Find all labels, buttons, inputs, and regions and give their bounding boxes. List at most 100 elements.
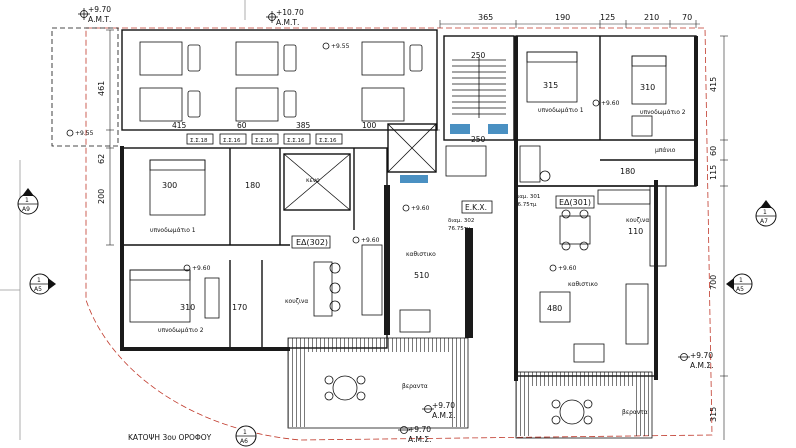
elevation-marker: +9.60 <box>183 264 211 272</box>
stair-core: 250 250 <box>387 35 515 183</box>
svg-text:A9: A9 <box>22 206 30 213</box>
elevation-marker: +9.55 <box>66 129 94 137</box>
balcony-label: βεραντα <box>402 383 428 390</box>
elevation-marker: +9.70 Α.Μ.Σ. <box>398 425 432 444</box>
svg-text:Α.Μ.Τ.: Α.Μ.Τ. <box>88 15 111 24</box>
plot-boundary <box>85 27 713 441</box>
dimension-label: 700 <box>709 275 718 290</box>
left-dimension-chain: 461 62 200 <box>97 29 114 246</box>
svg-text:1: 1 <box>25 197 29 204</box>
dimension-label: 62 <box>97 154 106 164</box>
apartment-note: διαμ. 302 <box>448 218 474 224</box>
svg-text:A6: A6 <box>240 438 248 445</box>
svg-text:+9.60: +9.60 <box>361 237 380 244</box>
svg-text:Α.Μ.Σ.: Α.Μ.Σ. <box>408 435 432 444</box>
dimension-label: 415 <box>172 121 187 130</box>
dimension-label: 385 <box>296 121 311 130</box>
room-size: 310 <box>640 83 655 92</box>
dimension-label: 100 <box>362 121 377 130</box>
apartment-id: ΕΔ(301) <box>559 198 591 207</box>
svg-text:+9.60: +9.60 <box>558 265 577 272</box>
svg-text:+9.60: +9.60 <box>601 100 620 107</box>
svg-text:+9.55: +9.55 <box>331 43 350 50</box>
room-name: υπνοδωμάτιο 1 <box>150 227 196 234</box>
room-size: 510 <box>414 271 429 280</box>
section-marker: 1 A7 <box>755 200 777 227</box>
section-marker: 1 A5 <box>726 273 753 295</box>
top-dimension-chain: 365 190 125 210 70 <box>439 13 700 28</box>
section-marker: 1 A9 <box>17 188 39 215</box>
elevation-marker: +9.60 <box>549 264 577 272</box>
elevation-marker: +9.55 <box>322 42 350 50</box>
parking-label: Σ.Σ.16 <box>319 138 337 144</box>
balcony-301: βεραντα <box>515 371 653 439</box>
parking-label: Σ.Σ.18 <box>190 138 208 144</box>
stair-dimension: 250 <box>471 135 486 144</box>
room-size: 315 <box>543 81 558 90</box>
dimension-label: 315 <box>709 407 718 422</box>
apartment-area: 76.75τμ <box>514 202 537 208</box>
dimension-label: 190 <box>555 13 570 22</box>
apartment-id: ΕΔ(302) <box>296 238 328 247</box>
svg-text:+9.55: +9.55 <box>75 130 94 137</box>
room-size: 170 <box>232 303 247 312</box>
elevation-marker: +9.70 Α.Μ.Τ. <box>78 5 111 24</box>
svg-text:Α.Μ.Σ.: Α.Μ.Σ. <box>690 361 714 370</box>
room-size: 310 <box>180 303 195 312</box>
room-name: υπνοδωμάτιο 1 <box>538 107 584 114</box>
dimension-label: 115 <box>709 165 718 180</box>
svg-text:Α.Μ.Τ.: Α.Μ.Τ. <box>276 18 299 27</box>
drawing-title: ΚΑΤΟΨΗ 3ου ΟΡΟΦΟΥ <box>128 433 212 442</box>
room-size: 180 <box>245 181 260 190</box>
dimension-label: 60 <box>709 146 718 156</box>
svg-text:+9.70: +9.70 <box>408 425 431 434</box>
balcony-label: βεραντα <box>622 409 648 416</box>
svg-text:+9.70: +9.70 <box>88 5 111 14</box>
svg-text:1: 1 <box>739 277 743 284</box>
dimension-label: 70 <box>682 13 692 22</box>
room-size: 300 <box>162 181 177 190</box>
room-name: κουζινα <box>626 217 649 224</box>
svg-text:A7: A7 <box>760 218 768 225</box>
apartment-area: 76.75τμ <box>448 226 471 232</box>
parking-label: Σ.Σ.16 <box>287 138 305 144</box>
svg-text:1: 1 <box>243 429 247 436</box>
svg-text:A5: A5 <box>34 286 42 293</box>
elevation-marker: +9.60 <box>402 204 430 212</box>
dimension-label: 461 <box>97 81 106 96</box>
elevation-marker: +9.70 Α.Μ.Σ. <box>422 401 456 420</box>
room-size: 480 <box>547 304 562 313</box>
room-name: καθιστικο <box>568 281 598 288</box>
ekx-label: Ε.Κ.Χ. <box>465 203 487 212</box>
room-name: καθιστικο <box>406 251 436 258</box>
svg-text:+9.70: +9.70 <box>432 401 455 410</box>
elevation-marker: +10.70 Α.Μ.Τ. <box>266 8 304 27</box>
section-marker: 1 A5 <box>29 273 56 295</box>
room-size: 180 <box>620 167 635 176</box>
apartment-note: διαμ. 301 <box>514 194 540 200</box>
room-name: κουζινα <box>285 298 308 305</box>
elevation-marker: +9.70 Α.Μ.Σ. <box>678 351 714 370</box>
svg-text:1: 1 <box>37 277 41 284</box>
room-name: υπνοδωμάτιο 2 <box>158 327 204 334</box>
garden-area <box>51 27 119 147</box>
room-name: υπνοδωμάτιο 2 <box>640 109 686 116</box>
svg-text:A5: A5 <box>736 286 744 293</box>
elevation-marker: +9.60 <box>592 99 620 107</box>
parking-label: Σ.Σ.16 <box>255 138 273 144</box>
dimension-label: 365 <box>478 13 493 22</box>
svg-text:+9.60: +9.60 <box>192 265 211 272</box>
svg-text:+10.70: +10.70 <box>276 8 304 17</box>
dimension-label: 125 <box>600 13 615 22</box>
svg-text:+9.60: +9.60 <box>411 205 430 212</box>
void-label: κενο <box>306 177 320 184</box>
room-name: μπάνιο <box>655 147 676 154</box>
balcony-302: βεραντα <box>287 337 469 429</box>
parking-block: Σ.Σ.18 Σ.Σ.16 Σ.Σ.16 Σ.Σ.16 Σ.Σ.16 415 6… <box>121 29 440 145</box>
svg-text:Α.Μ.Σ.: Α.Μ.Σ. <box>432 411 456 420</box>
right-dimension-chain: 415 60 115 700 315 <box>709 35 728 440</box>
dimension-label: 210 <box>644 13 659 22</box>
elevation-marker: +9.60 <box>352 236 380 244</box>
svg-text:+9.70: +9.70 <box>690 351 713 360</box>
